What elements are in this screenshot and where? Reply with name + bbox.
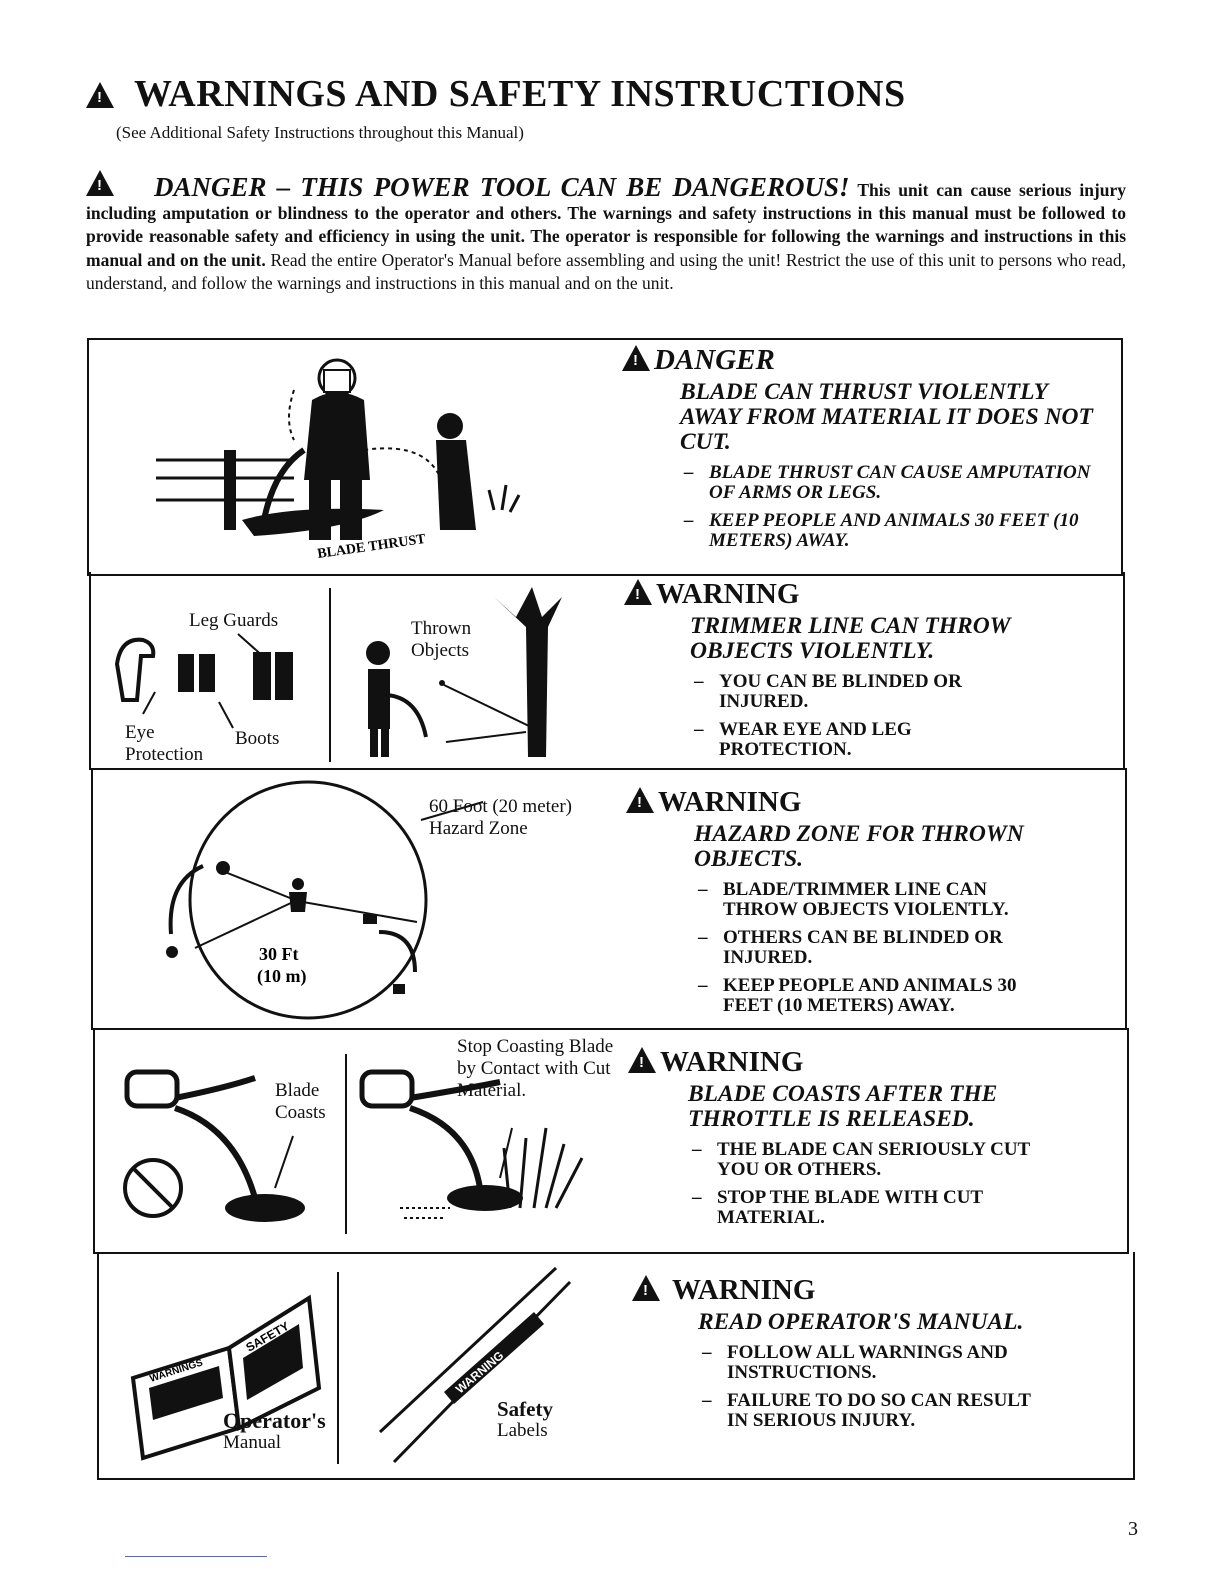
operators-label: Operator's — [223, 1408, 326, 1433]
bullet-item: OTHERS CAN BE BLINDED OR INJURED. — [698, 928, 1028, 968]
thrown-objects-label: Thrown Objects — [411, 618, 472, 661]
stop-coasting-label: Stop Coasting Blade by Contact with Cut … — [457, 1036, 614, 1101]
bullet-item: YOU CAN BE BLINDED OR INJURED. — [694, 672, 964, 712]
operators-manual-illustration: WARNINGS SAFETY — [130, 1294, 322, 1461]
safety-label: Safety — [497, 1397, 553, 1421]
warning-subheading: HAZARD ZONE FOR THROWN OBJECTS. — [694, 821, 1024, 872]
warning-text-block: WARNING BLADE COASTS AFTER THE THROTTLE … — [628, 1046, 1108, 1236]
intro-normal-text: Read the entire Operator's Manual before… — [86, 249, 1127, 293]
intro-bold-text: This unit can cause serious injury inclu… — [86, 180, 1126, 270]
warning-heading: WARNING — [628, 1046, 1108, 1079]
page-subtitle: (See Additional Safety Instructions thro… — [116, 123, 524, 142]
panel-divider — [345, 1054, 347, 1234]
blade-coasts-label: Blade Coasts — [275, 1080, 326, 1123]
leg-guards-illustration — [114, 633, 293, 729]
labels-label: Labels — [497, 1420, 548, 1441]
bullet-item: FAILURE TO DO SO CAN RESULT IN SERIOUS I… — [702, 1391, 1042, 1431]
bullet-item: FOLLOW ALL WARNINGS AND INSTRUCTIONS. — [702, 1343, 1042, 1383]
bullet-item: BLADE/TRIMMER LINE CAN THROW OBJECTS VIO… — [698, 880, 1028, 920]
page-number: 3 — [1128, 1518, 1138, 1540]
blade-coasts-illustration — [123, 1069, 305, 1222]
warning-text-block: WARNING HAZARD ZONE FOR THROWN OBJECTS. … — [626, 786, 1106, 1024]
bullet-item: KEEP PEOPLE AND ANIMALS 30 FEET (10 METE… — [684, 511, 1102, 551]
thrown-objects-illustration — [366, 587, 562, 757]
warning-triangle-icon — [632, 1275, 660, 1301]
panel-blade-thrust: BLADE THRUST DANGER BLADE CAN THRUST VIO… — [87, 338, 1123, 576]
warning-text-block: WARNING TRIMMER LINE CAN THROW OBJECTS V… — [624, 578, 1104, 768]
danger-heading: DANGER — [622, 344, 1102, 377]
page-title: WARNINGS AND SAFETY INSTRUCTIONS — [86, 72, 906, 116]
hazard-zone-label: 60 Foot (20 meter) Hazard Zone — [429, 796, 573, 839]
intro-paragraph: DANGER – THIS POWER TOOL CAN BE DANGEROU… — [86, 170, 1126, 295]
warning-heading: WARNING — [632, 1274, 1112, 1307]
blade-thrust-label: BLADE THRUST — [316, 532, 427, 562]
warning-triangle-icon — [86, 170, 114, 196]
warning-subheading: READ OPERATOR'S MANUAL. — [698, 1309, 1024, 1335]
radius-m-label: (10 m) — [257, 966, 306, 987]
bullet-item: KEEP PEOPLE AND ANIMALS 30 FEET (10 METE… — [698, 976, 1028, 1016]
warning-bullets: FOLLOW ALL WARNINGS AND INSTRUCTIONS. FA… — [702, 1343, 1042, 1431]
blade-thrust-illustration: BLADE THRUST — [156, 358, 521, 562]
intro-danger-heading: DANGER – THIS POWER TOOL CAN BE DANGEROU… — [86, 170, 850, 202]
bullet-item: THE BLADE CAN SERIOUSLY CUT YOU OR OTHER… — [692, 1140, 1032, 1180]
warning-bullets: YOU CAN BE BLINDED OR INJURED. WEAR EYE … — [694, 672, 964, 760]
danger-subheading: BLADE CAN THRUST VIOLENTLY AWAY FROM MAT… — [680, 379, 1093, 455]
leg-guards-label: Leg Guards — [189, 610, 279, 631]
bullet-item: STOP THE BLADE WITH CUT MATERIAL. — [692, 1188, 1032, 1228]
footer-rule — [125, 1556, 267, 1557]
warning-bullets: THE BLADE CAN SERIOUSLY CUT YOU OR OTHER… — [692, 1140, 1032, 1228]
panel-trimmer-line: Leg Guards Eye Protection Boots Thrown O… — [89, 572, 1125, 770]
warning-triangle-icon — [626, 787, 654, 813]
bullet-item: BLADE THRUST CAN CAUSE AMPUTATION OF ARM… — [684, 463, 1102, 503]
panel-hazard-zone: 30 Ft (10 m) 60 Foot (20 meter) Hazard Z… — [91, 768, 1127, 1030]
manual-label: Manual — [223, 1432, 282, 1453]
warning-triangle-icon — [86, 82, 114, 108]
panel-divider — [329, 588, 331, 762]
danger-bullets: BLADE THRUST CAN CAUSE AMPUTATION OF ARM… — [684, 463, 1102, 551]
stop-coasting-illustration — [359, 1069, 584, 1219]
bullet-item: WEAR EYE AND LEG PROTECTION. — [694, 720, 964, 760]
warning-subheading: BLADE COASTS AFTER THE THROTTLE IS RELEA… — [688, 1081, 998, 1132]
boots-label: Boots — [235, 728, 280, 749]
hazard-zone-illustration: 30 Ft (10 m) — [166, 780, 484, 1020]
safety-labels-illustration: WARNING — [378, 1266, 572, 1464]
panel-blade-coasts: Blade Coasts Stop Coasting Blade by Cont… — [93, 1028, 1129, 1254]
warning-text-block: WARNING READ OPERATOR'S MANUAL. FOLLOW A… — [632, 1274, 1112, 1439]
panel-read-manual: WARNINGS SAFETY Operator's Manual WARNIN… — [97, 1252, 1135, 1480]
danger-text-block: DANGER BLADE CAN THRUST VIOLENTLY AWAY F… — [622, 344, 1102, 559]
warning-triangle-icon — [622, 345, 650, 371]
warning-triangle-icon — [628, 1047, 656, 1073]
warning-heading: WARNING — [624, 578, 1104, 611]
panel-divider — [337, 1272, 339, 1464]
warning-bullets: BLADE/TRIMMER LINE CAN THROW OBJECTS VIO… — [698, 880, 1028, 1016]
warning-triangle-icon — [624, 579, 652, 605]
warning-subheading: TRIMMER LINE CAN THROW OBJECTS VIOLENTLY… — [690, 613, 1011, 664]
eye-protection-label: Eye Protection — [125, 722, 204, 765]
radius-ft-label: 30 Ft — [259, 944, 299, 964]
warning-heading: WARNING — [626, 786, 1106, 819]
